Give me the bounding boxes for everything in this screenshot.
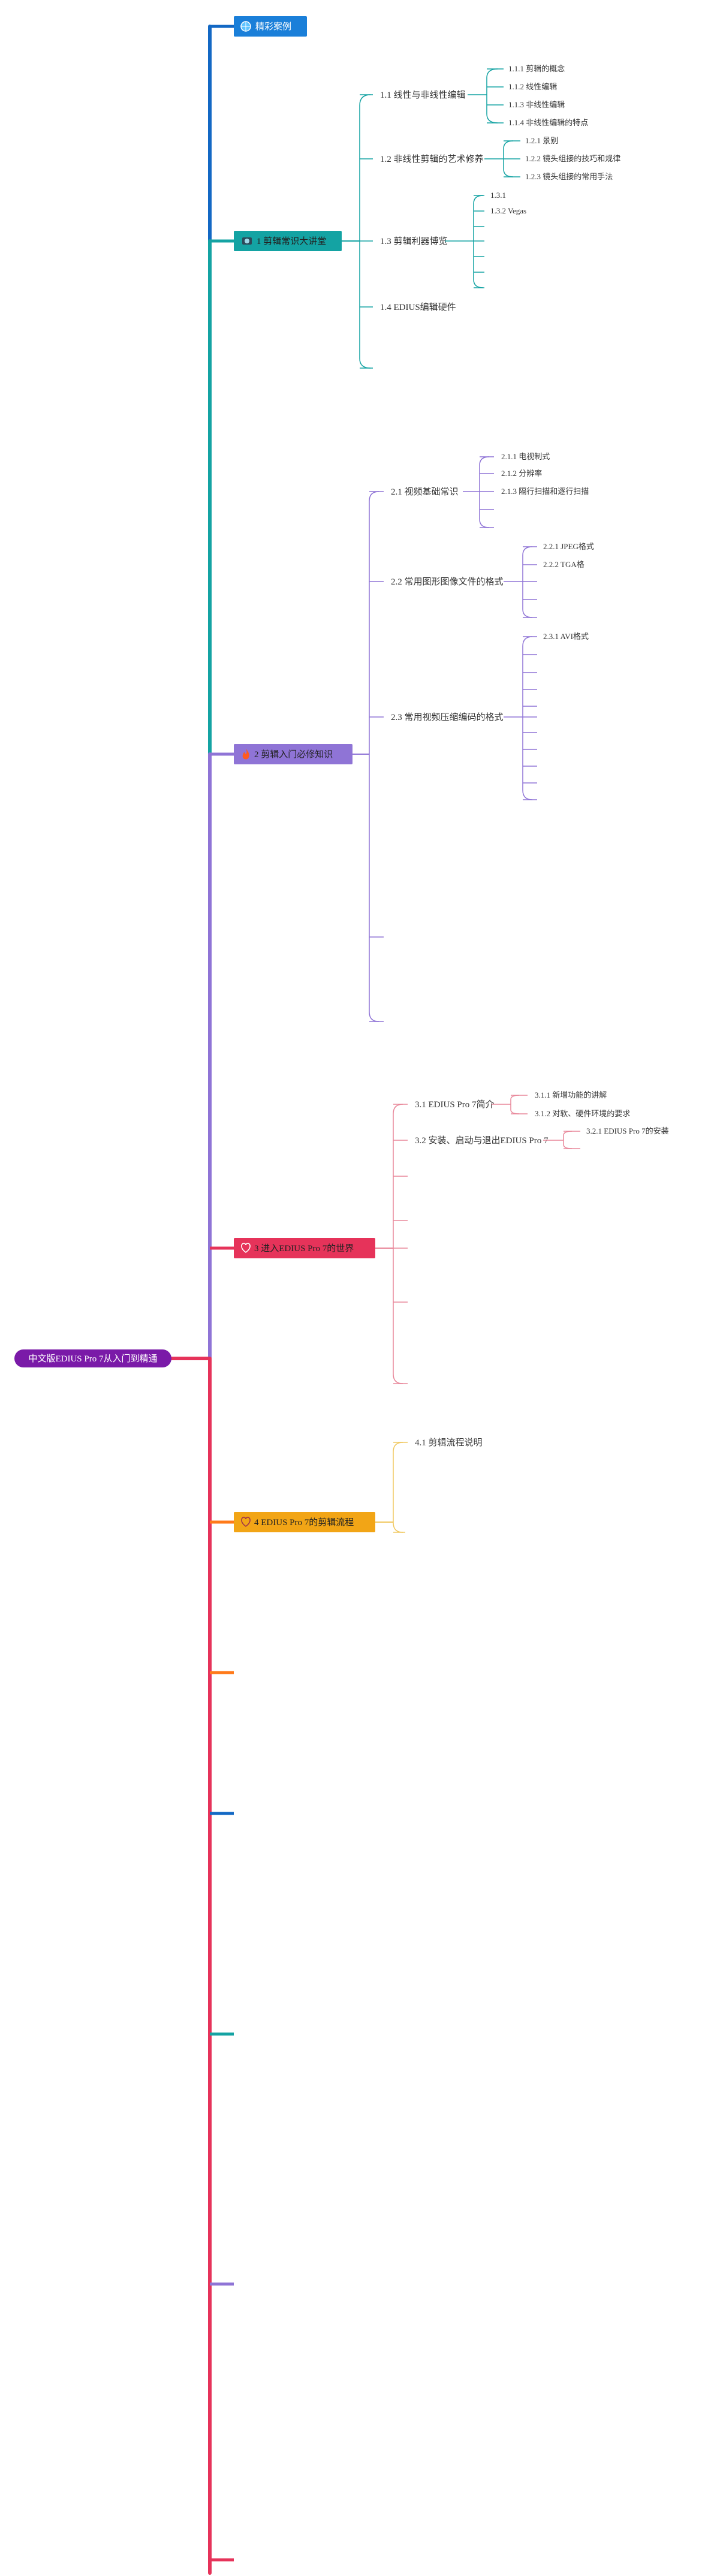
node-1-1-1[interactable]: 1.1.1 剪辑的概念 xyxy=(508,64,565,73)
node-1-4[interactable]: 1.4 EDIUS编辑硬件 xyxy=(380,302,456,312)
node-1-1[interactable]: 1.1 线性与非线性编辑 xyxy=(380,90,466,100)
node-1-2[interactable]: 1.2 非线性剪辑的艺术修养 xyxy=(380,154,484,164)
node-1-1-children-bracket xyxy=(468,68,504,123)
node-3-2-1[interactable]: 3.2.1 EDIUS Pro 7的安装 xyxy=(586,1126,669,1135)
branch-2-label: 2 剪辑入门必修知识 xyxy=(254,749,333,760)
branch-1-label: 1 剪辑常识大讲堂 xyxy=(257,236,326,246)
node-2-1-2[interactable]: 2.1.2 分辨率 xyxy=(501,469,542,478)
node-2-2-2[interactable]: 2.2.2 TGA格 xyxy=(543,560,585,569)
branch-3-bracket xyxy=(393,1104,408,1384)
node-3-1-2[interactable]: 3.1.2 对软、硬件环境的要求 xyxy=(535,1109,630,1118)
node-1-3[interactable]: 1.3 剪辑利器博览 xyxy=(380,236,448,246)
branch-3-shape xyxy=(234,1238,375,1258)
node-2-3-1[interactable]: 2.3.1 AVI格式 xyxy=(543,632,589,641)
branch-cases[interactable]: 精彩案例 xyxy=(234,16,307,37)
node-2-1[interactable]: 2.1 视频基础常识 xyxy=(391,487,459,497)
root-label: 中文版EDIUS Pro 7从入门到精通 xyxy=(28,1354,157,1364)
branch-4-label: 4 EDIUS Pro 7的剪辑流程 xyxy=(254,1517,354,1527)
branch-2[interactable]: 2 剪辑入门必修知识 xyxy=(234,744,353,764)
node-3-1-children-bracket xyxy=(492,1095,528,1114)
node-1-2-2[interactable]: 1.2.2 镜头组接的技巧和规律 xyxy=(525,154,620,163)
node-3-1-1[interactable]: 3.1.1 新增功能的讲解 xyxy=(535,1090,607,1099)
node-4-1[interactable]: 4.1 剪辑流程说明 xyxy=(415,1438,483,1448)
branch-4-bracket xyxy=(393,1442,408,1533)
node-1-2-3[interactable]: 1.2.3 镜头组接的常用手法 xyxy=(525,172,613,181)
heart-icon xyxy=(241,1517,251,1527)
root-node[interactable]: 中文版EDIUS Pro 7从入门到精通 xyxy=(14,1349,171,1367)
node-2-3-children-bracket xyxy=(504,636,537,800)
branch-2-shape xyxy=(234,744,353,764)
root-node-shape xyxy=(14,1349,171,1367)
fire-icon xyxy=(242,749,249,760)
main-branch-connectors xyxy=(210,25,234,2562)
branch-1[interactable]: 1 剪辑常识大讲堂 xyxy=(234,231,342,251)
node-1-3-2[interactable]: 1.3.2 Vegas xyxy=(490,206,526,215)
node-3-2-children-bracket xyxy=(543,1131,580,1149)
node-1-2-1[interactable]: 1.2.1 景别 xyxy=(525,136,558,145)
node-1-2-children-bracket xyxy=(484,140,520,177)
branch-3-label: 3 进入EDIUS Pro 7的世界 xyxy=(254,1243,354,1254)
node-2-1-children-bracket xyxy=(463,456,494,528)
branch-cases-label: 精彩案例 xyxy=(255,21,291,32)
branch-cases-shape xyxy=(234,16,307,37)
branch-1-shape xyxy=(234,231,342,251)
heart-icon xyxy=(241,1243,251,1253)
node-1-1-3[interactable]: 1.1.3 非线性编辑 xyxy=(508,100,565,109)
branch-3[interactable]: 3 进入EDIUS Pro 7的世界 xyxy=(234,1238,375,1258)
globe-icon xyxy=(240,21,251,32)
node-1-3-children-bracket xyxy=(445,195,484,288)
node-2-1-3[interactable]: 2.1.3 隔行扫描和逐行扫描 xyxy=(501,487,589,496)
branch-1-bracket xyxy=(359,94,373,369)
node-3-2[interactable]: 3.2 安装、启动与退出EDIUS Pro 7 xyxy=(415,1135,549,1146)
node-2-2-children-bracket xyxy=(504,546,537,618)
branch-4[interactable]: 4 EDIUS Pro 7的剪辑流程 xyxy=(234,1512,375,1532)
node-2-2[interactable]: 2.2 常用图形图像文件的格式 xyxy=(391,577,504,587)
node-1-1-2[interactable]: 1.1.2 线性编辑 xyxy=(508,82,557,91)
node-3-1[interactable]: 3.1 EDIUS Pro 7简介 xyxy=(415,1099,495,1110)
node-2-2-1[interactable]: 2.2.1 JPEG格式 xyxy=(543,542,594,551)
camera-icon xyxy=(242,237,252,245)
node-1-3-1[interactable]: 1.3.1 xyxy=(490,191,506,200)
node-1-1-4[interactable]: 1.1.4 非线性编辑的特点 xyxy=(508,118,588,127)
branch-2-bracket xyxy=(369,491,384,1022)
branch-4-shape xyxy=(234,1512,375,1532)
node-2-1-1[interactable]: 2.1.1 电视制式 xyxy=(501,452,550,461)
node-2-3[interactable]: 2.3 常用视频压缩编码的格式 xyxy=(391,712,504,722)
